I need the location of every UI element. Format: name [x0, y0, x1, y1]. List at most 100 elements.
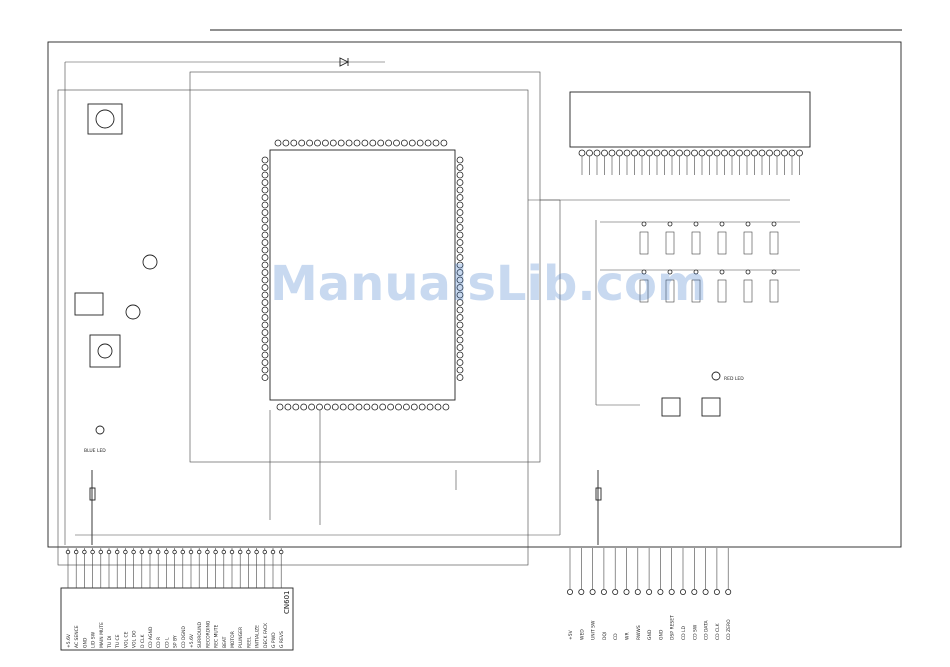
connector-left-pin: [262, 549, 267, 555]
connector-left-pin: [279, 549, 284, 555]
switch-node: [719, 269, 725, 275]
ic-pin-top: [306, 139, 314, 147]
connector-left-pin: [98, 549, 103, 555]
connector-left-pin: [139, 549, 144, 555]
lcd-pin: [646, 149, 653, 157]
connector-right-pin-label: CD LD: [681, 625, 687, 640]
connector-right-pin: [657, 589, 664, 596]
connector-right-pin: [668, 589, 675, 596]
connector-right-pin-label: DSP RESET: [670, 615, 676, 640]
connector-left-pin: [205, 549, 210, 555]
ic-pin-top: [393, 139, 400, 147]
ic-pin-right: [456, 186, 464, 194]
ic-pin-right: [456, 291, 464, 299]
ic-pin-bottom: [308, 403, 316, 411]
connector-right-pin-label: WED: [579, 629, 585, 640]
ic-pin-left: [261, 366, 269, 374]
connector-left-pin-label: G REVS: [279, 631, 285, 648]
key-switch: [769, 279, 779, 303]
ic-pin-left: [261, 254, 269, 261]
ic-pin-left: [261, 224, 269, 231]
connector-left-pin-label: DECK FACK: [263, 622, 269, 648]
connector-right-pin: [691, 589, 698, 596]
ic-pin-left: [261, 276, 269, 284]
ic-pin-right: [456, 209, 464, 216]
connector-right-pin-label: UNIT SW: [591, 620, 597, 640]
connector-right-pin-label: CD: [613, 633, 619, 640]
ic-pin-right: [456, 344, 464, 351]
ic-pin-top: [353, 139, 361, 147]
lcd-pin: [773, 149, 781, 157]
ic-pin-right: [456, 246, 464, 254]
ic-pin-bottom: [331, 403, 339, 411]
connector-right-pin: [646, 589, 653, 596]
lcd-pin: [578, 149, 586, 157]
ic-pin-left: [261, 171, 269, 179]
lcd-pin: [781, 149, 788, 157]
lcd-pin: [721, 149, 728, 157]
lcd-pin: [766, 149, 773, 157]
ic-pin-left: [261, 351, 269, 359]
ic-pin-left: [261, 164, 269, 171]
ic-pin-left: [261, 306, 269, 314]
connector-right-pin-label: RWWS: [636, 625, 642, 640]
connector-left-pin-label: +5.6V: [66, 633, 72, 648]
connector-left-pin-label: GND: [82, 637, 88, 648]
jog-encoder: [87, 103, 123, 135]
key-switch: [691, 231, 701, 255]
ic-pin-left: [261, 261, 269, 269]
connector-left-pin-label: SP BY: [173, 635, 179, 648]
ic-pin-right: [456, 306, 464, 314]
ic-pin-bottom: [355, 403, 363, 411]
ic-pin-right: [456, 194, 464, 201]
ic-pin-right: [456, 329, 464, 336]
ic-pin-left: [261, 336, 269, 344]
lcd-module: [569, 91, 811, 148]
ic-pin-right: [456, 374, 464, 381]
ic-pin-right: [456, 351, 464, 359]
ic-pin-top: [377, 139, 385, 147]
ic-pin-left: [261, 374, 269, 381]
ic-pin-top: [282, 139, 290, 147]
ic-pin-right: [456, 216, 464, 224]
connector-left-pin: [73, 549, 79, 555]
ic-pin-bottom: [347, 403, 355, 411]
lcd-pin: [593, 149, 601, 157]
ic-pin-left: [261, 239, 269, 246]
ic-pin-bottom: [395, 403, 402, 411]
ic-pin-top: [337, 139, 345, 147]
connector-right-pin: [612, 589, 619, 596]
resistor-r602: [595, 487, 602, 501]
connector-left-pin-label: BEAT: [222, 636, 228, 648]
transistor-q4: [701, 397, 721, 417]
ic-pin-left: [261, 314, 269, 321]
connector-left-pin: [82, 549, 87, 555]
ic-pin-right: [456, 254, 464, 261]
ic-pin-left: [261, 194, 269, 201]
connector-left-pin: [180, 549, 185, 555]
transistor-q3: [661, 397, 681, 417]
connector-left-pin: [196, 549, 202, 555]
ic-pin-bottom: [276, 403, 284, 411]
lcd-pin: [713, 149, 721, 157]
connector-left-pin-label: REEL: [246, 636, 252, 648]
connector-right-pin: [567, 589, 574, 596]
connector-left-pin-label: CD DGND: [181, 626, 187, 648]
key-switch: [743, 231, 753, 255]
blue-led-label: BLUE LED: [84, 448, 106, 454]
transistor-q2: [125, 304, 141, 320]
lcd-pin: [736, 149, 743, 157]
key-switch: [769, 231, 779, 255]
connector-left-pin: [90, 549, 95, 555]
connector-right-pin: [600, 589, 607, 596]
ic-pin-bottom: [363, 403, 371, 411]
connector-left-pin-label: CD R: [156, 637, 162, 648]
blue-led-icon: [95, 425, 105, 435]
connector-right-pin-label: CD CLK: [715, 622, 721, 640]
connector-right-pin-label: CD ZERO: [726, 619, 732, 640]
lcd-pin: [616, 149, 623, 157]
connector-left-pin-label: PLUNGER: [238, 627, 244, 648]
ic-pin-left: [261, 291, 269, 299]
